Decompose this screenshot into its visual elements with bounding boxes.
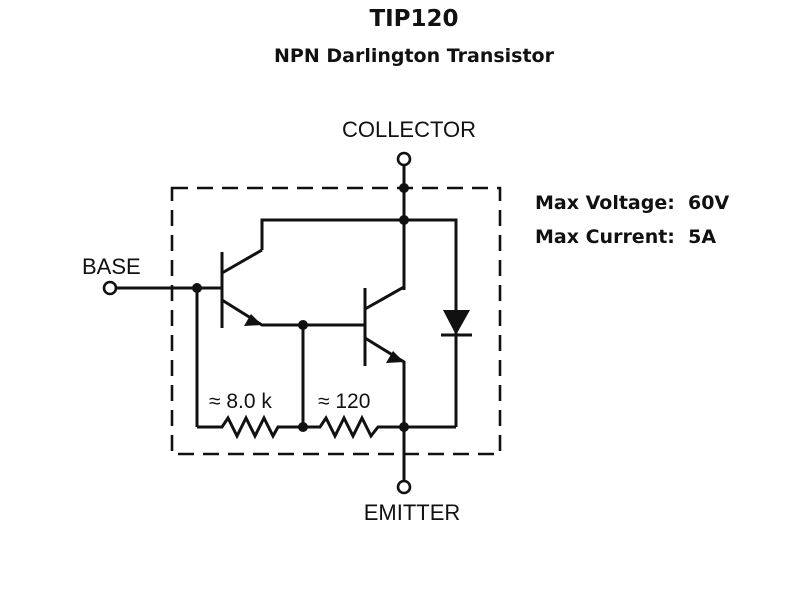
page-subtitle: NPN Darlington Transistor bbox=[274, 45, 554, 67]
r2-resistor bbox=[303, 414, 456, 440]
base-terminal bbox=[102, 280, 118, 296]
transistor-q2 bbox=[363, 284, 406, 480]
collector-label: COLLECTOR bbox=[342, 117, 476, 142]
base-label: BASE bbox=[82, 254, 141, 279]
spec-max-voltage: Max Voltage: 60V bbox=[535, 192, 730, 214]
junction-dot bbox=[298, 422, 308, 432]
junction-dot bbox=[399, 215, 409, 225]
q1-collector-leg bbox=[221, 248, 263, 275]
r1-label: ≈ 8.0 k bbox=[209, 390, 272, 413]
junction-dot bbox=[298, 320, 308, 330]
q1-emitter-leg bbox=[221, 298, 365, 327]
junction-dot bbox=[399, 422, 409, 432]
q2-emitter-arrow-icon bbox=[386, 351, 404, 363]
junction-dots bbox=[192, 183, 409, 432]
junction-dot bbox=[399, 183, 409, 193]
page-title: TIP120 bbox=[369, 6, 459, 32]
diode-icon bbox=[443, 310, 470, 335]
emitter-label: EMITTER bbox=[364, 500, 461, 525]
junction-dot bbox=[192, 283, 202, 293]
r1-resistor bbox=[197, 414, 320, 440]
q1-emitter-arrow-icon bbox=[244, 314, 262, 326]
package-outline bbox=[170, 186, 502, 456]
spec-max-current: Max Current: 5A bbox=[535, 226, 717, 248]
q2-collector-leg bbox=[364, 284, 406, 311]
emitter-terminal bbox=[396, 479, 412, 495]
collector-terminal bbox=[396, 151, 412, 167]
r2-label: ≈ 120 bbox=[318, 390, 370, 413]
transistor-q1 bbox=[220, 248, 365, 328]
